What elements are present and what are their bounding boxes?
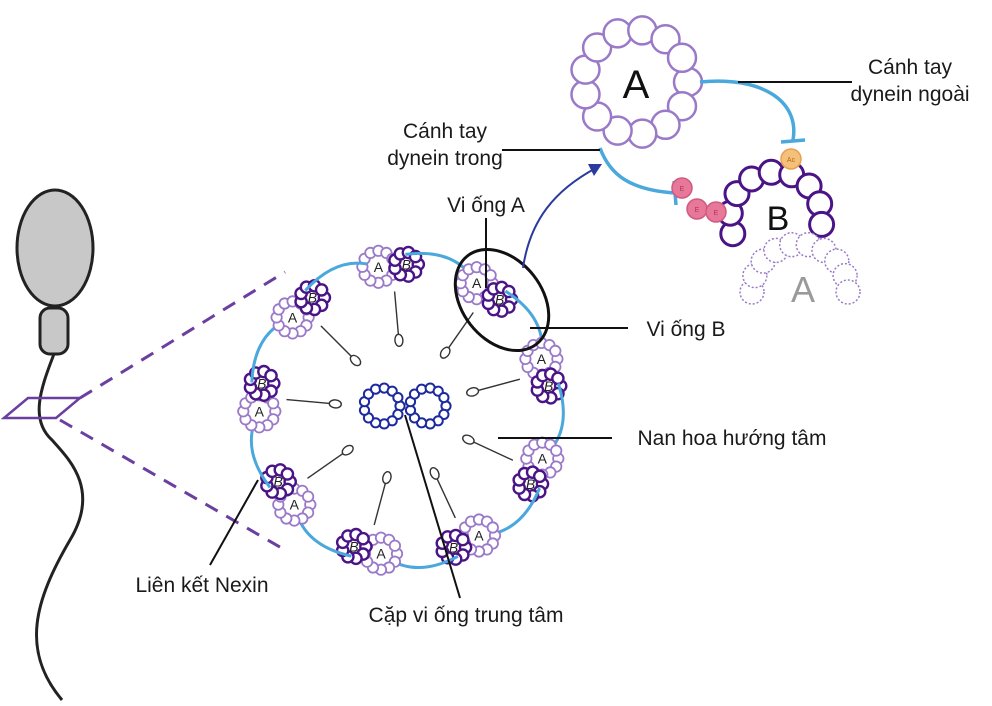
radial-spoke: [373, 477, 388, 526]
doublet: AB: [462, 434, 565, 536]
tubule-letter-a: A: [290, 497, 300, 513]
detail-letter-a-adjacent: A: [791, 269, 815, 310]
cross-section-marker: [0, 396, 84, 420]
central-tubule: [358, 382, 406, 430]
spoke-head: [429, 467, 440, 480]
e-badge-label: E: [695, 207, 700, 214]
e-badge-label: E: [714, 210, 719, 217]
tubule-letter-a: A: [538, 451, 548, 467]
tubule-letter-b: B: [257, 375, 266, 391]
radial-spoke: [307, 449, 349, 479]
b-tubule: [512, 465, 550, 503]
detail-adjacent-a-tubule: [739, 231, 861, 305]
tubule-letter-a: A: [472, 275, 482, 291]
tubule-letter-b: B: [495, 291, 504, 307]
spoke-head: [394, 333, 404, 347]
label-radial-spoke: Nan hoa hướng tâm: [638, 427, 827, 450]
label-outer-dynein-line2: dynein ngoài: [850, 83, 969, 106]
tubule-letter-a: A: [474, 527, 484, 543]
sperm-head: [15, 188, 95, 308]
tubule-letter-b: B: [349, 538, 358, 554]
zoom-lines: [59, 270, 286, 552]
tubule-letter-b: B: [402, 256, 411, 272]
sperm-tail: [34, 353, 85, 701]
doublet: AB: [439, 261, 544, 359]
detail-letter-a: A: [623, 63, 650, 107]
label-central-pair: Cặp vi ống trung tâm: [369, 604, 564, 627]
central-microtubule-left: [358, 382, 406, 430]
spoke-head: [439, 346, 451, 359]
label-inner-dynein-line1: Cánh tay: [403, 120, 488, 143]
tubule-letter-a: A: [537, 351, 547, 367]
b-tubule: [260, 463, 298, 501]
b-tubule: [335, 527, 373, 566]
tubule-letter-a: A: [374, 259, 384, 275]
b-tubule: [388, 245, 426, 283]
sperm-cell: [0, 188, 95, 701]
tubule-letter-b: B: [526, 476, 535, 492]
spoke-head: [349, 354, 362, 367]
highlight-ellipse: [453, 247, 551, 353]
label-nexin-link: Liên kết Nexin: [135, 574, 268, 597]
tubule-letter-b: B: [449, 539, 458, 555]
doublet: AB: [296, 471, 404, 576]
doublet: AB: [466, 336, 568, 451]
tubule-letter-b: B: [544, 378, 553, 394]
radial-spoke: [286, 398, 336, 405]
spoke-head: [462, 434, 475, 445]
e-badges: E E E: [671, 177, 727, 223]
detail-doublet: [570, 15, 861, 305]
detail-letter-b: B: [767, 200, 790, 238]
doublet: AB: [270, 261, 367, 367]
radial-spoke: [472, 378, 521, 393]
outer-dynein-arm: [699, 79, 806, 144]
dynein-arm: [304, 261, 367, 292]
spoke-head: [466, 387, 480, 397]
label-microtubule-a: Vi ống A: [447, 194, 525, 217]
tubule-letter-b: B: [274, 474, 283, 490]
ac-badge: Ac: [780, 148, 802, 170]
central-microtubule-right: [404, 382, 452, 430]
leader-lines: [209, 81, 852, 599]
radial-spoke: [468, 438, 514, 461]
tubule-letter-b: B: [308, 290, 317, 306]
spoke-head: [328, 399, 342, 409]
radial-spoke: [393, 291, 400, 341]
doublet: AB: [249, 421, 354, 527]
tubule-letter-a: A: [255, 403, 265, 419]
e-badge-label: E: [680, 186, 685, 193]
b-tubule: [294, 278, 332, 317]
detail-a-tubule: [570, 15, 704, 149]
radial-spoke: [444, 312, 474, 354]
doublet: AB: [390, 467, 502, 570]
spoke-head: [382, 471, 392, 485]
tubule-letter-a: A: [288, 309, 298, 325]
label-outer-dynein-line1: Cánh tay: [868, 56, 953, 79]
label-inner-dynein-line2: dynein trong: [387, 147, 503, 170]
central-tubule: [404, 382, 452, 430]
ac-badge-label: Ac: [787, 157, 796, 164]
inner-dynein-arm: [598, 147, 678, 206]
tubule-letter-a: A: [376, 546, 386, 562]
label-microtubule-b: Vi ống B: [646, 318, 725, 341]
radial-spoke: [433, 473, 456, 519]
radial-spoke: [320, 325, 356, 361]
sperm-midpiece: [38, 306, 70, 356]
doublet: AB: [237, 321, 342, 434]
central-pair: [358, 382, 452, 430]
spoke-head: [341, 444, 354, 456]
zoom-arrow: [522, 164, 602, 269]
